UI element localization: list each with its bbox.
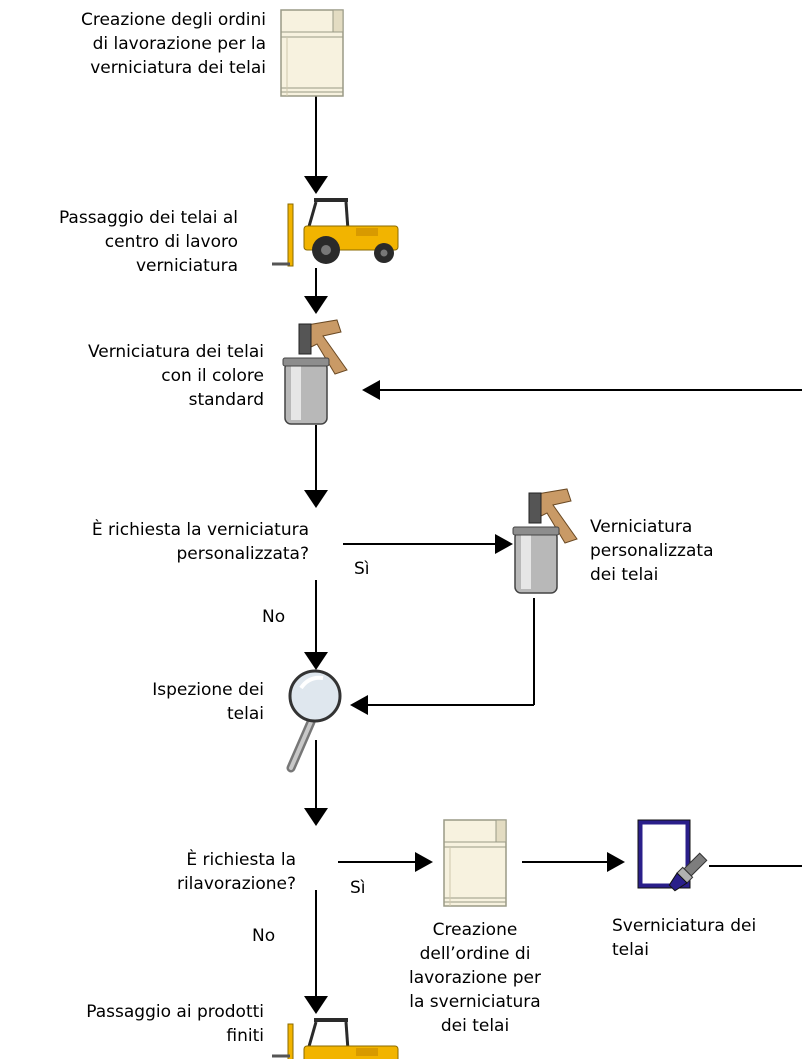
decision-custom-paint-label: È richiesta la verniciatura personalizza… (91, 520, 309, 564)
step-create-work-orders-label: Creazione degli ordini di lavorazione pe… (80, 10, 266, 78)
connector-forklift-to-paint (304, 268, 328, 314)
step-custom-paint-label: Verniciatura personalizzata dei telai (590, 517, 714, 585)
connector-decision1-yes (343, 534, 513, 554)
decision-custom-paint-yes-label: Sì (354, 559, 370, 579)
work-order-document-icon (280, 9, 344, 97)
decision-custom-paint-no-label: No (262, 607, 286, 627)
step-standard-paint-label: Verniciatura dei telai con il colore sta… (87, 342, 264, 410)
forklift-icon (272, 1018, 399, 1059)
connector-return-to-paint (362, 380, 802, 400)
work-order-document-icon (443, 819, 507, 907)
connector-doc-to-forklift (304, 96, 328, 194)
decision-rework-yes-label: Sì (350, 878, 366, 898)
forklift-icon (272, 198, 399, 267)
step-move-to-paint-center-label: Passaggio dei telai al centro di lavoro … (58, 208, 238, 276)
spray-gun-icon (282, 319, 348, 425)
magnifying-glass-icon (286, 669, 342, 773)
decision-rework-no-label: No (252, 926, 276, 946)
connector-decision2-no (304, 890, 328, 1014)
connector-custom-to-inspection (350, 598, 535, 715)
step-inspection-label: Ispezione dei telai (152, 680, 264, 724)
spray-gun-icon (512, 488, 578, 594)
connector-inspection-to-decision2 (304, 740, 328, 826)
decision-rework-label: È richiesta la rilavorazione? (176, 850, 296, 894)
connector-decision1-no (304, 580, 328, 670)
step-move-to-finished-goods-label: Passaggio ai prodotti finiti (86, 1002, 264, 1046)
connector-decision2-yes (338, 852, 433, 872)
paint-brush-frame-icon (637, 819, 708, 892)
step-create-strip-order-label: Creazione dell’ordine di lavorazione per… (409, 920, 541, 1036)
step-stripping-label: Sverniciatura dei telai (612, 916, 757, 960)
connector-paint-to-decision1 (304, 425, 328, 508)
connector-order-to-stripping (522, 852, 625, 872)
